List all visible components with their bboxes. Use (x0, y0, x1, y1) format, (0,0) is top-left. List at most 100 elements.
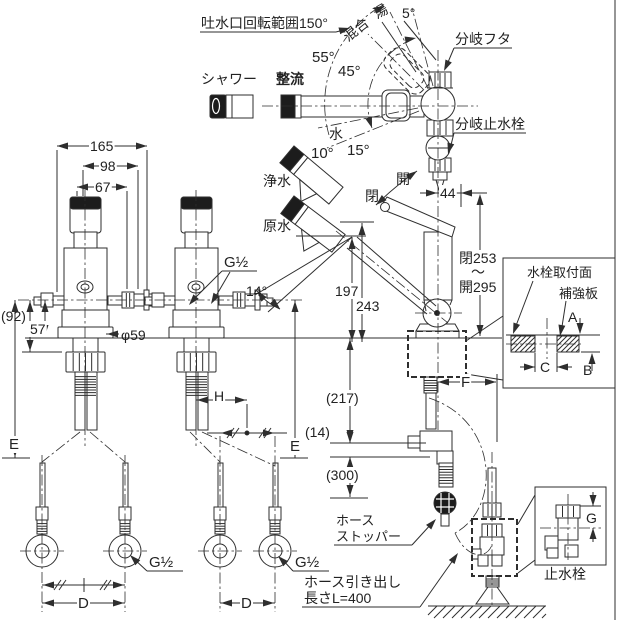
label-backing (355, 298, 381, 314)
arrowhead (513, 322, 521, 334)
part (564, 544, 579, 558)
dim-line (513, 280, 534, 332)
arrowhead (221, 599, 232, 607)
arrowhead (269, 298, 280, 309)
angle-45: 45° (338, 63, 361, 80)
hose-label-1: ホース (336, 513, 374, 528)
hatch-line (451, 605, 465, 619)
dim-line (381, 21, 417, 73)
part (475, 586, 510, 605)
arrowhead (373, 6, 385, 14)
arrowhead (83, 162, 94, 170)
part (225, 94, 233, 119)
dim-closed-253: 閉253 (459, 250, 497, 266)
label-backing (89, 138, 115, 154)
part (436, 450, 454, 465)
arrowhead (41, 301, 49, 312)
shower-label: シャワー (201, 71, 257, 87)
hatch-line (575, 348, 580, 353)
dim-line (465, 373, 504, 381)
dim-D-left: D (78, 595, 89, 612)
part (185, 371, 197, 431)
arrowhead (348, 330, 356, 341)
hatch-line (529, 346, 536, 353)
dim-14p: (14) (305, 424, 330, 440)
label-backing (213, 388, 226, 404)
hatch-line (514, 605, 528, 619)
arrowhead (221, 429, 232, 437)
arrowhead (197, 396, 208, 404)
hatch-line (478, 605, 492, 619)
branch-cap-label: 分岐フタ (455, 31, 511, 47)
dim-line (423, 299, 427, 312)
arrowhead (57, 142, 68, 150)
dim-H: H (214, 388, 224, 404)
dim-line (517, 494, 536, 525)
part (440, 513, 450, 527)
part (163, 295, 176, 306)
dim-line (419, 555, 457, 608)
dim-line (103, 579, 112, 591)
dim-line (465, 315, 504, 342)
hatch-line (541, 613, 547, 619)
dim-open-295: 開295 (459, 279, 497, 295)
part (172, 309, 221, 328)
dim-line (403, 20, 437, 61)
arrowhead (113, 581, 124, 589)
dim-G: G (586, 510, 597, 526)
hose-stopper-label: ストッパー (336, 529, 401, 544)
centerline (326, 110, 420, 149)
label-backing (325, 467, 360, 483)
curve (454, 532, 493, 555)
angle-15: 15° (347, 142, 370, 159)
dim-243: 243 (356, 298, 380, 314)
angle-10: 10° (311, 145, 334, 162)
arrowhead (257, 291, 267, 302)
thread-g12-left: G½ (149, 554, 174, 571)
centerline (389, 11, 429, 89)
hatch-line (532, 605, 546, 619)
arrowhead (127, 162, 138, 170)
part (61, 309, 110, 328)
hatch-line (510, 335, 517, 342)
dim-D-right: D (241, 595, 252, 612)
stop-valve-label: 止水栓 (544, 566, 586, 582)
part-ellipse (211, 97, 221, 115)
arrowhead (130, 555, 141, 566)
hatch-line (487, 605, 501, 619)
arrowhead (557, 363, 568, 371)
dim-E-right: E (290, 438, 300, 455)
dim-67: 67 (95, 179, 111, 195)
arrowhead (346, 339, 354, 350)
dim-line (53, 579, 62, 591)
dim-line (58, 579, 67, 591)
part (280, 94, 296, 119)
open-label: 開 (396, 171, 410, 187)
label-backing (334, 283, 360, 299)
label-backing (585, 510, 598, 526)
label-backing (8, 436, 21, 453)
part (294, 94, 302, 119)
angle-5: 5° (402, 5, 415, 21)
arrowhead (589, 495, 597, 506)
part (415, 330, 460, 339)
part (33, 296, 42, 306)
arrowhead (11, 301, 19, 312)
part (300, 95, 383, 118)
curve (324, 3, 386, 136)
thread-g12-right: G½ (295, 554, 320, 571)
part (57, 326, 114, 339)
part-circle (380, 202, 390, 212)
arrowhead (405, 171, 417, 181)
dim-dia-59: φ59 (121, 327, 146, 343)
arrowhead (211, 292, 220, 304)
label-backing (460, 374, 472, 391)
part (168, 326, 225, 339)
part (231, 94, 254, 119)
dim-line (517, 559, 536, 574)
part (52, 295, 65, 306)
